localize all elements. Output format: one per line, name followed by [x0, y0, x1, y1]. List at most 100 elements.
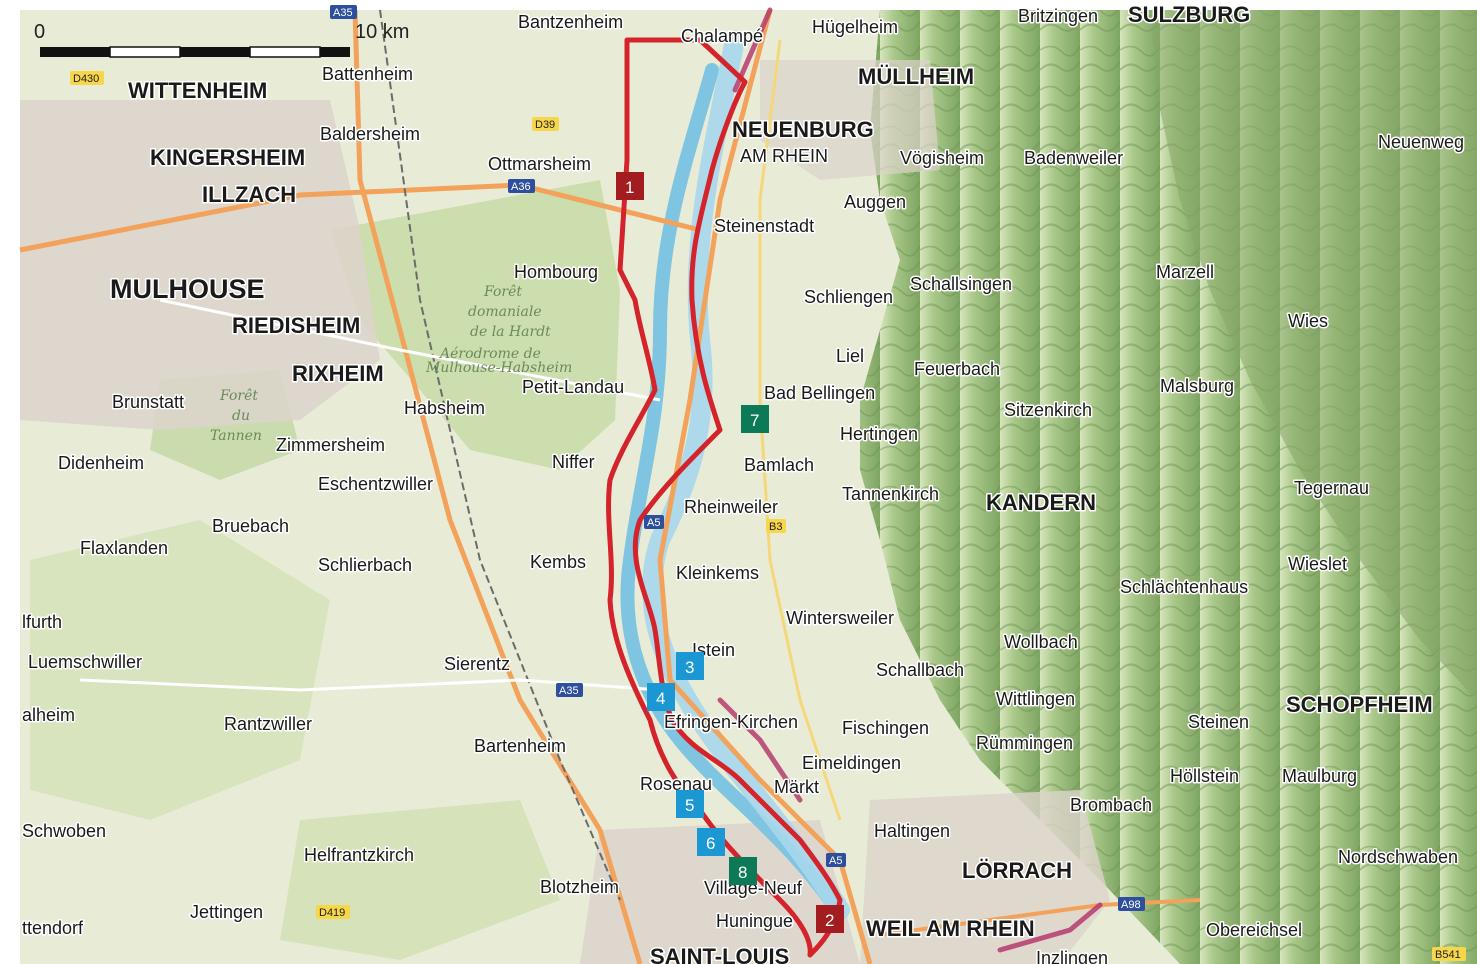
place-label-efringen: Efringen-Kirchen: [664, 712, 798, 732]
route-marker-label: 3: [685, 658, 694, 677]
svg-text:D419: D419: [319, 907, 345, 919]
place-label-lorrach: LÖRRACH: [962, 858, 1072, 883]
place-label-kandern: KANDERN: [986, 490, 1096, 515]
place-label-badenweiler: Badenweiler: [1024, 148, 1123, 168]
landscape-label-foret_tannen3: Tannen: [210, 428, 262, 444]
place-label-schlierbach: Schlierbach: [318, 555, 412, 575]
route-marker-5[interactable]: 5: [676, 790, 704, 818]
place-label-rosenau: Rosenau: [640, 774, 712, 794]
svg-text:A35: A35: [559, 685, 579, 697]
railway-west: [379, 9, 621, 901]
place-label-lfurth: lfurth: [22, 612, 62, 632]
road-sierentz: [79, 678, 661, 692]
place-label-huningue: Huningue: [716, 911, 793, 931]
place-label-badbellingen: Bad Bellingen: [764, 383, 875, 403]
place-label-steinen: Steinen: [1188, 712, 1249, 732]
place-label-schlachtenhaus: Schlächtenhaus: [1120, 577, 1248, 597]
road-label-a35a: A35: [330, 5, 357, 19]
urban-mullheim: [760, 60, 940, 180]
road-label-a35b: A35: [556, 683, 583, 697]
place-label-neuenweg: Neuenweg: [1378, 132, 1464, 152]
scale-zero-label: 0: [34, 21, 45, 43]
place-label-flaxlanden: Flaxlanden: [80, 538, 168, 558]
place-label-villageneuf: Village-Neuf: [704, 878, 803, 898]
urban-mulhouse: [20, 100, 380, 430]
route-marker-label: 1: [625, 178, 634, 197]
road-label-a36: A36: [508, 179, 535, 193]
place-label-auggen: Auggen: [844, 192, 906, 212]
place-label-schallsingen: Schallsingen: [910, 274, 1012, 294]
landscape-label-foret_tannen1: Forêt: [219, 388, 258, 404]
place-label-markt: Märkt: [774, 777, 819, 797]
scale-bar: 0 10 km: [34, 21, 409, 58]
place-label-baldersheim: Baldersheim: [320, 124, 420, 144]
place-label-marzell: Marzell: [1156, 262, 1214, 282]
rhine-river: [642, 30, 850, 920]
forest-patch-south: [280, 800, 560, 960]
place-label-kembs: Kembs: [530, 552, 586, 572]
place-label-wintersweiler: Wintersweiler: [786, 608, 894, 628]
place-label-zimmersheim: Zimmersheim: [276, 435, 385, 455]
place-label-alheim: alheim: [22, 705, 75, 725]
place-label-wollbach: Wollbach: [1004, 632, 1078, 652]
place-label-habsheim: Habsheim: [404, 398, 485, 418]
svg-text:D430: D430: [73, 73, 99, 85]
route-marker-3[interactable]: 3: [676, 652, 704, 680]
motorway-a35: [352, 9, 643, 964]
place-label-hollstein: Höllstein: [1170, 766, 1239, 786]
landscape-label-aero2: Mulhouse-Habsheim: [425, 360, 572, 376]
motorway-a5: [657, 9, 873, 964]
scale-distance-label: 10 km: [355, 21, 409, 43]
place-label-luemschwiller: Luemschwiller: [28, 652, 142, 672]
road-label-a5b: A5: [826, 853, 846, 867]
place-label-bamlach: Bamlach: [744, 455, 814, 475]
place-label-weilamrhein: WEIL AM RHEIN: [866, 916, 1035, 941]
route-marker-8[interactable]: 8: [729, 857, 757, 885]
route-marker-4[interactable]: 4: [647, 683, 675, 711]
route-marker-label: 2: [825, 911, 834, 930]
route-marker-label: 7: [750, 411, 759, 430]
place-label-riedisheim: RIEDISHEIM: [232, 313, 360, 338]
road-b3: [758, 39, 842, 821]
road-label-b3: B3: [766, 519, 786, 533]
place-label-hombourg: Hombourg: [514, 262, 598, 282]
map-top-margin: [0, 0, 1477, 10]
landscape-label-aero1: Aérodrome de: [438, 346, 541, 362]
place-label-liel: Liel: [836, 346, 864, 366]
place-label-ottmarsheim: Ottmarsheim: [488, 154, 591, 174]
place-label-bantzenheim: Bantzenheim: [518, 12, 623, 32]
place-label-obereichsel: Obereichsel: [1206, 920, 1302, 940]
place-label-mulhouse: MULHOUSE: [110, 274, 265, 304]
map-left-margin: [0, 0, 20, 964]
place-label-jettingen: Jettingen: [190, 902, 263, 922]
svg-text:A98: A98: [1121, 899, 1141, 911]
place-label-sulzburg: SULZBURG: [1128, 2, 1250, 27]
hardt-forest: [330, 180, 620, 470]
place-label-fischingen: Fischingen: [842, 718, 929, 738]
route-marker-2[interactable]: 2: [816, 905, 844, 933]
place-label-brombach: Brombach: [1070, 795, 1152, 815]
route-marker-7[interactable]: 7: [741, 405, 769, 433]
place-label-wittenheim: WITTENHEIM: [128, 78, 267, 103]
road-label-a5a: A5: [644, 515, 664, 529]
place-label-hertingen: Hertingen: [840, 424, 918, 444]
place-label-brunstatt: Brunstatt: [112, 392, 184, 412]
place-label-wies: Wies: [1288, 311, 1328, 331]
road-label-a98: A98: [1118, 897, 1145, 911]
svg-text:B541: B541: [1435, 949, 1461, 961]
route-marker-6[interactable]: 6: [697, 828, 725, 856]
place-label-hugelheim: Hügelheim: [812, 17, 898, 37]
place-label-helfrantzkirch: Helfrantzkirch: [304, 845, 414, 865]
place-label-kingersheim: KINGERSHEIM: [150, 145, 305, 170]
route-marker-label: 5: [685, 796, 694, 815]
route-marker-label: 6: [706, 834, 715, 853]
road-label-d39: D39: [532, 117, 559, 131]
forest-patch-west: [30, 520, 330, 820]
route-marker-1[interactable]: 1: [616, 172, 644, 200]
svg-text:A35: A35: [333, 7, 353, 19]
place-label-schwoben: Schwoben: [22, 821, 106, 841]
